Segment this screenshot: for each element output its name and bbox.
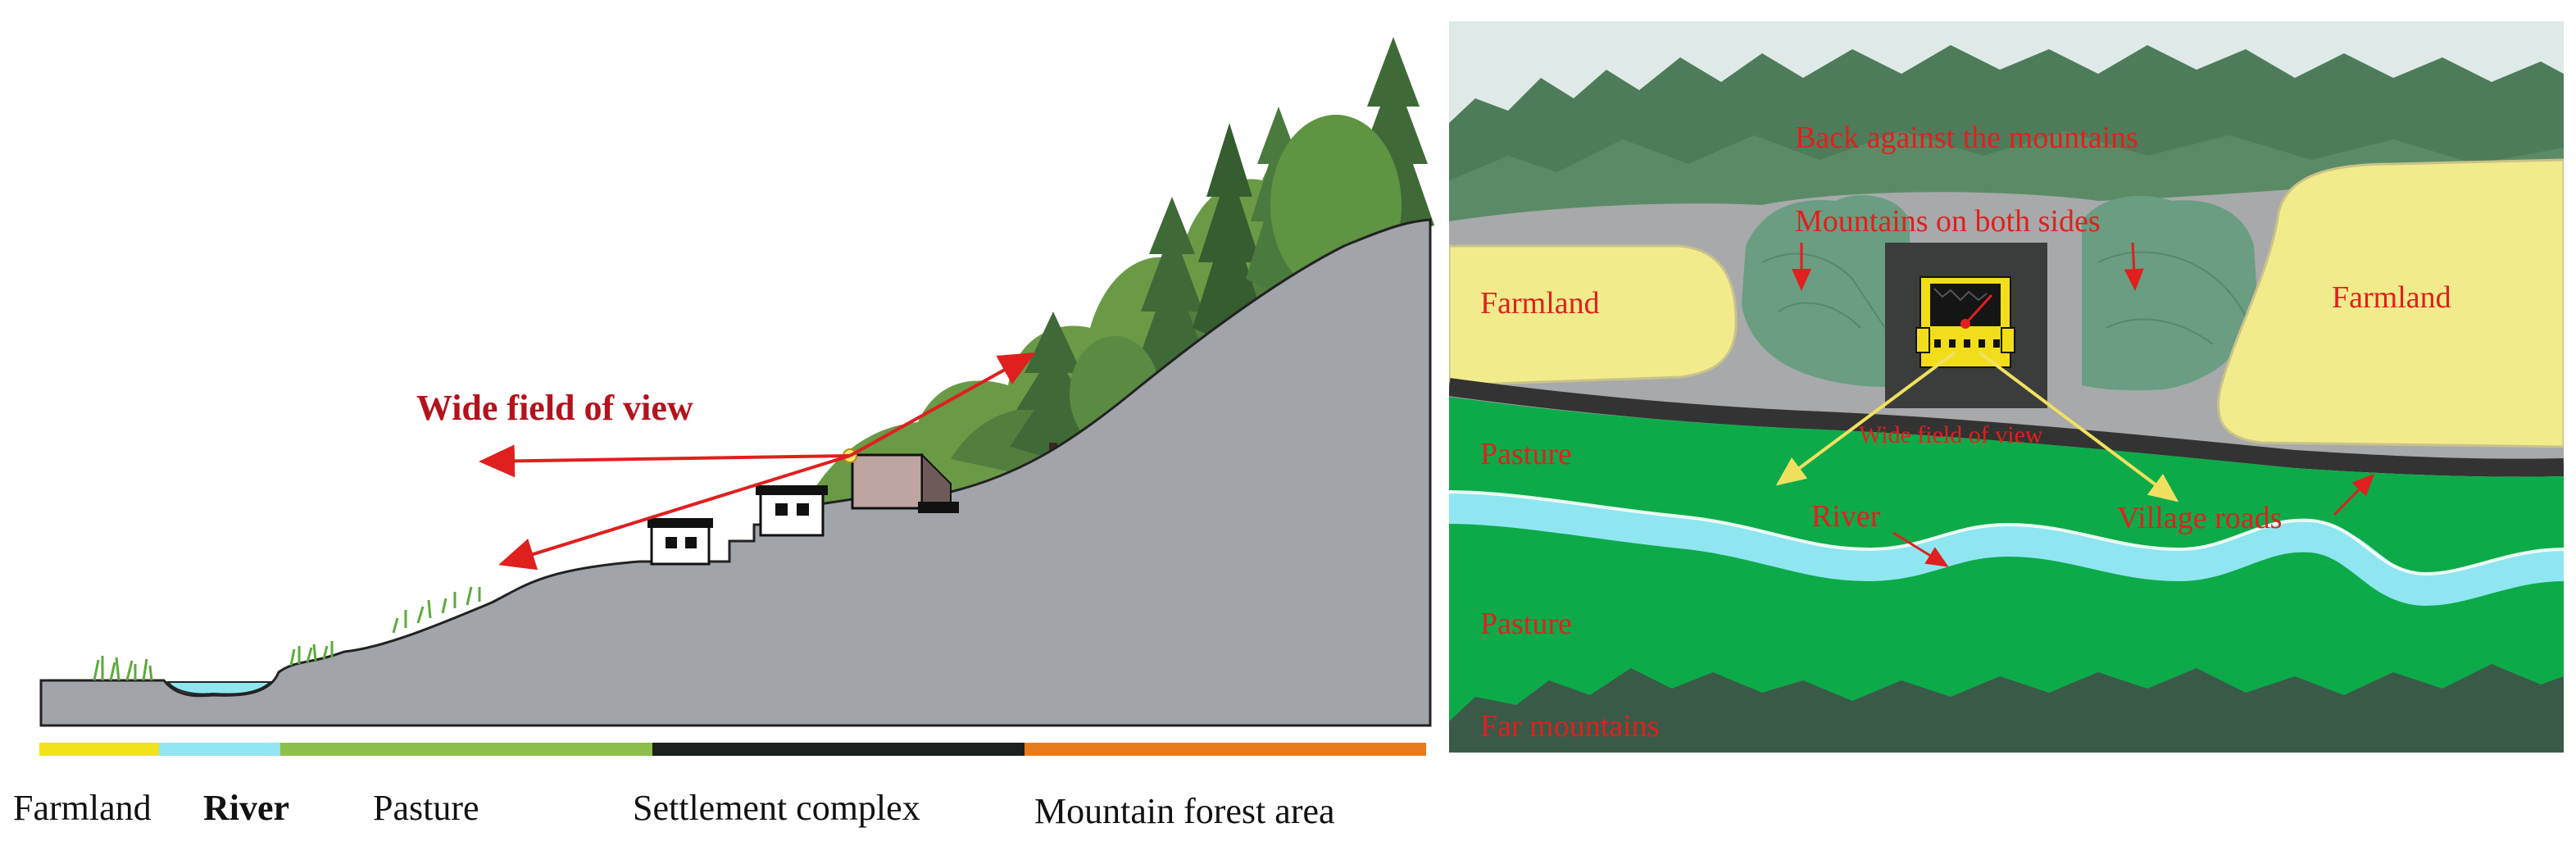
pointer-arrow-right-mountain bbox=[2124, 242, 2144, 291]
zone-bar-mountain-forest bbox=[1024, 743, 1426, 756]
profile-panel: Wide field of view Farmland River Pastur… bbox=[13, 37, 1434, 831]
house-mid bbox=[756, 485, 828, 537]
label-pasture-top: Pasture bbox=[1480, 437, 1572, 471]
terrain-profile bbox=[39, 218, 1432, 727]
settlement-pointer bbox=[1964, 293, 1993, 325]
side-mountain-left bbox=[1742, 195, 1910, 387]
label-far-mountains: Far mountains bbox=[1480, 709, 1659, 744]
zone-label-farmland: Farmland bbox=[13, 788, 152, 828]
side-mountain-right bbox=[2082, 195, 2258, 391]
pointer-arrow-road bbox=[2333, 473, 2375, 516]
view-arrow-yellow-right bbox=[1978, 351, 2179, 503]
label-mountains-both-sides: Mountains on both sides bbox=[1795, 204, 2101, 239]
label-farmland-right: Farmland bbox=[2332, 280, 2451, 315]
plan-panel: Back against the mountains Mountains on … bbox=[1449, 21, 2564, 753]
farmland-right bbox=[2217, 158, 2564, 448]
wide-field-of-view-label: Wide field of view bbox=[416, 388, 693, 428]
view-arrow-up bbox=[849, 352, 1036, 457]
label-river: River bbox=[1811, 499, 1881, 534]
river-profile bbox=[166, 681, 273, 695]
pine-tree bbox=[1010, 312, 1097, 459]
pine-tree bbox=[1135, 197, 1209, 385]
label-back-mountains: Back against the mountains bbox=[1795, 121, 2138, 155]
far-mountains bbox=[1449, 664, 2564, 753]
grass-tufts bbox=[93, 586, 481, 681]
zone-bar-pasture bbox=[280, 743, 652, 756]
view-arrow-yellow-left bbox=[1775, 351, 1956, 486]
zone-label-river: River bbox=[203, 788, 289, 828]
house-main bbox=[851, 453, 959, 513]
pasture-area bbox=[1449, 397, 2564, 753]
river-edge bbox=[1449, 490, 2564, 576]
zone-label-settlement: Settlement complex bbox=[633, 788, 920, 828]
label-village-roads: Village roads bbox=[2117, 501, 2282, 535]
zone-bar-farmland bbox=[39, 743, 159, 756]
village-road bbox=[1449, 378, 2564, 477]
label-pasture-bottom: Pasture bbox=[1480, 607, 1572, 641]
zone-label-mountain-forest: Mountain forest area bbox=[1034, 791, 1335, 831]
zone-bar-settlement bbox=[652, 743, 1024, 756]
pine-tree bbox=[1193, 123, 1266, 344]
side-mountain-contours bbox=[1761, 251, 2251, 353]
view-arrow-down bbox=[498, 454, 851, 571]
farmland-left bbox=[1449, 244, 1738, 387]
label-farmland-left: Farmland bbox=[1480, 286, 1600, 321]
house-low bbox=[647, 518, 713, 566]
pointer-arrow-river bbox=[1892, 531, 1949, 567]
label-wide-field-of-view: Wide field of view bbox=[1859, 421, 2043, 448]
view-arrow-left bbox=[479, 444, 851, 478]
river bbox=[1449, 493, 2564, 607]
zone-label-pasture: Pasture bbox=[373, 788, 479, 828]
zone-bar-river bbox=[159, 743, 280, 756]
